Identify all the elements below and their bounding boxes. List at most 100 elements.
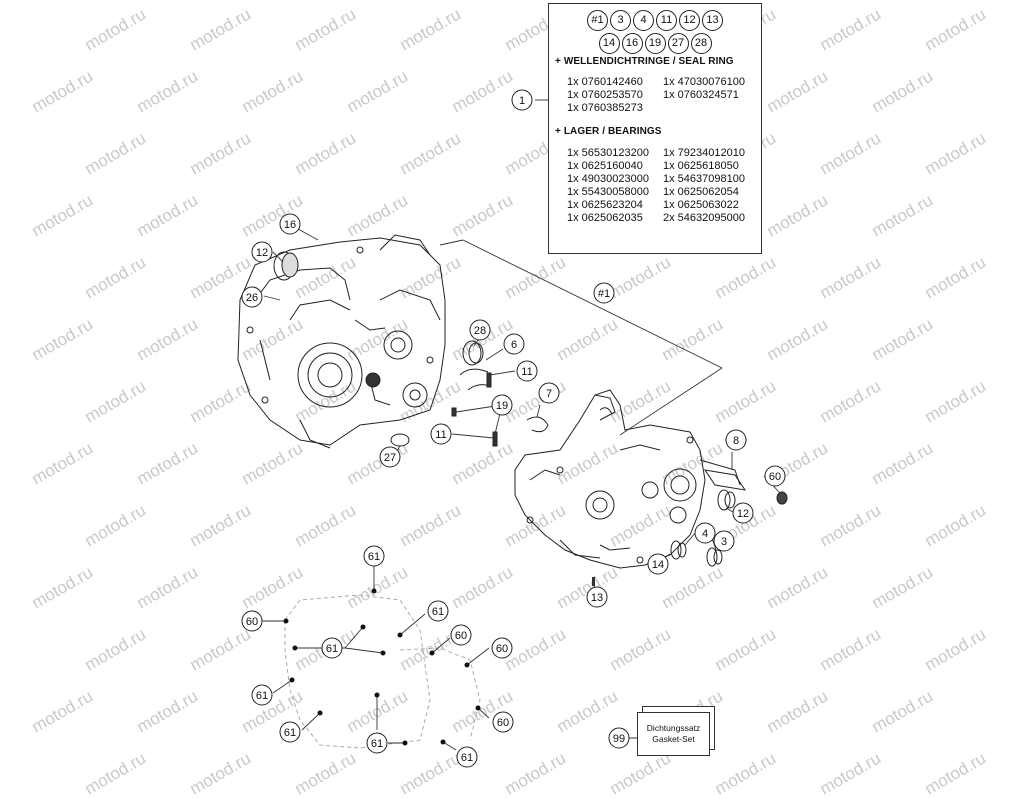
- callout-label: #1: [598, 288, 610, 300]
- kit-item-badge: 19: [644, 33, 666, 54]
- callout-kit-1: #1: [593, 282, 615, 304]
- gasket-kit-label-de: Dichtungssatz: [646, 723, 701, 733]
- callout-label: 6: [511, 339, 517, 351]
- callout-circle: [593, 282, 615, 304]
- callout-circle: [608, 727, 630, 749]
- bearing-part-number: 1x 0625062054: [663, 186, 739, 198]
- bearing-part-number: 1x 54637098100: [663, 173, 745, 185]
- seal-ring-heading: + WELLENDICHTRINGE / SEAL RING: [555, 56, 734, 67]
- callout-label: 60: [769, 471, 781, 483]
- bearing-part-number: 1x 56530123200: [567, 147, 649, 159]
- callout-8: 8: [725, 429, 747, 451]
- bearings-right: [670, 469, 788, 567]
- callout-label: 8: [733, 435, 739, 447]
- bearing-part-number: 1x 0625160040: [567, 160, 643, 172]
- callout-60: 60: [450, 624, 472, 646]
- pin-13: [592, 577, 595, 586]
- callout-label: 60: [496, 643, 508, 655]
- callout-label: 60: [497, 717, 509, 729]
- seal-part-number: 1x 0760324571: [663, 89, 739, 101]
- callout-60: 60: [241, 610, 263, 632]
- seal-part-number: 1x 0760385273: [567, 102, 643, 114]
- gasket-kit-box: Dichtungssatz Gasket-Set: [637, 712, 710, 756]
- kit-item-badge: 14: [598, 33, 620, 54]
- callout-circle: [713, 530, 735, 552]
- seal-part-number: 1x 0760142460: [567, 76, 643, 88]
- callout-label: 99: [613, 733, 625, 745]
- callout-61: 61: [321, 637, 343, 659]
- callout-circle: [241, 286, 263, 308]
- bearing-part-number: 1x 49030023000: [567, 173, 649, 185]
- kit-item-badge: 12: [679, 10, 700, 31]
- callout-circle: [492, 711, 514, 733]
- callout-99: 99: [608, 727, 630, 749]
- callout-layer: 1 #1 16 12 26 28 6 11 7 19 11 27 8 60 12 43 14 13 61 60 61 61…: [241, 89, 786, 768]
- callout-label: 1: [519, 95, 525, 107]
- callout-61: 61: [279, 721, 301, 743]
- callout-11: 11: [430, 423, 452, 445]
- callout-label: 61: [432, 606, 444, 618]
- seal-part-number: 1x 0760253570: [567, 89, 643, 101]
- bearing-part-number: 1x 0625062035: [567, 212, 643, 224]
- callout-27: 27: [379, 446, 401, 468]
- bearings-heading: + LAGER / BEARINGS: [555, 126, 662, 137]
- callout-14: 14: [647, 553, 669, 575]
- callout-circle: [647, 553, 669, 575]
- callout-circle: [516, 360, 538, 382]
- callout-circle: [538, 382, 560, 404]
- callout-circle: [503, 333, 525, 355]
- callout-circle: [427, 600, 449, 622]
- circlip: [526, 416, 549, 433]
- callout-60: 60: [492, 711, 514, 733]
- callout-circle: [586, 586, 608, 608]
- callout-circle: [379, 446, 401, 468]
- callout-6: 6: [503, 333, 525, 355]
- callout-circle: [764, 465, 786, 487]
- callout-label: 16: [284, 219, 296, 231]
- callout-13: 13: [586, 586, 608, 608]
- callout-circle: [430, 423, 452, 445]
- callout-circle: [694, 522, 716, 544]
- callout-label: 12: [256, 247, 268, 259]
- kit-item-badge: 11: [656, 10, 677, 31]
- callout-label: 61: [461, 752, 473, 764]
- crankcase-right-half: [514, 389, 741, 569]
- callout-circle: [279, 721, 301, 743]
- callout-label: 11: [521, 366, 532, 378]
- callout-circle: [469, 319, 491, 341]
- callout-label: 11: [435, 429, 446, 441]
- callout-26: 26: [241, 286, 263, 308]
- callout-19: 19: [491, 394, 513, 416]
- callout-circle: [279, 213, 301, 235]
- callout-circle: [321, 637, 343, 659]
- callout-circle: [491, 394, 513, 416]
- callout-label: 61: [256, 690, 268, 702]
- callout-61: 61: [456, 746, 478, 768]
- callout-circle: [251, 241, 273, 263]
- exploded-parts-diagram: 1 #1 16 12 26 28 6 11 7 19 11 27 8 60 12 43 14 13 61 60 61 61…: [237, 89, 788, 768]
- callout-61: 61: [251, 684, 273, 706]
- callout-3: 3: [713, 530, 735, 552]
- callout-label: 4: [702, 528, 708, 540]
- seal-part-number: 1x 47030076100: [663, 76, 745, 88]
- kit-item-badge: 16: [621, 33, 643, 54]
- callout-circle: [450, 624, 472, 646]
- callout-16: 16: [279, 213, 301, 235]
- callout-11: 11: [516, 360, 538, 382]
- bolt-set: [284, 594, 481, 749]
- callout-12: 12: [732, 502, 754, 524]
- callout-circle: [456, 746, 478, 768]
- kit-item-badge: 27: [667, 33, 689, 54]
- callout-label: 60: [455, 630, 467, 642]
- crankcase-left-half: [237, 234, 446, 449]
- bearing-part-number: 1x 0625618050: [663, 160, 739, 172]
- callout-label: 60: [246, 616, 258, 628]
- callout-label: 61: [284, 727, 296, 739]
- callout-28: 28: [469, 319, 491, 341]
- callout-label: 19: [496, 400, 508, 412]
- callout-label: 61: [371, 738, 383, 750]
- callout-7: 7: [538, 382, 560, 404]
- callout-60: 60: [491, 637, 513, 659]
